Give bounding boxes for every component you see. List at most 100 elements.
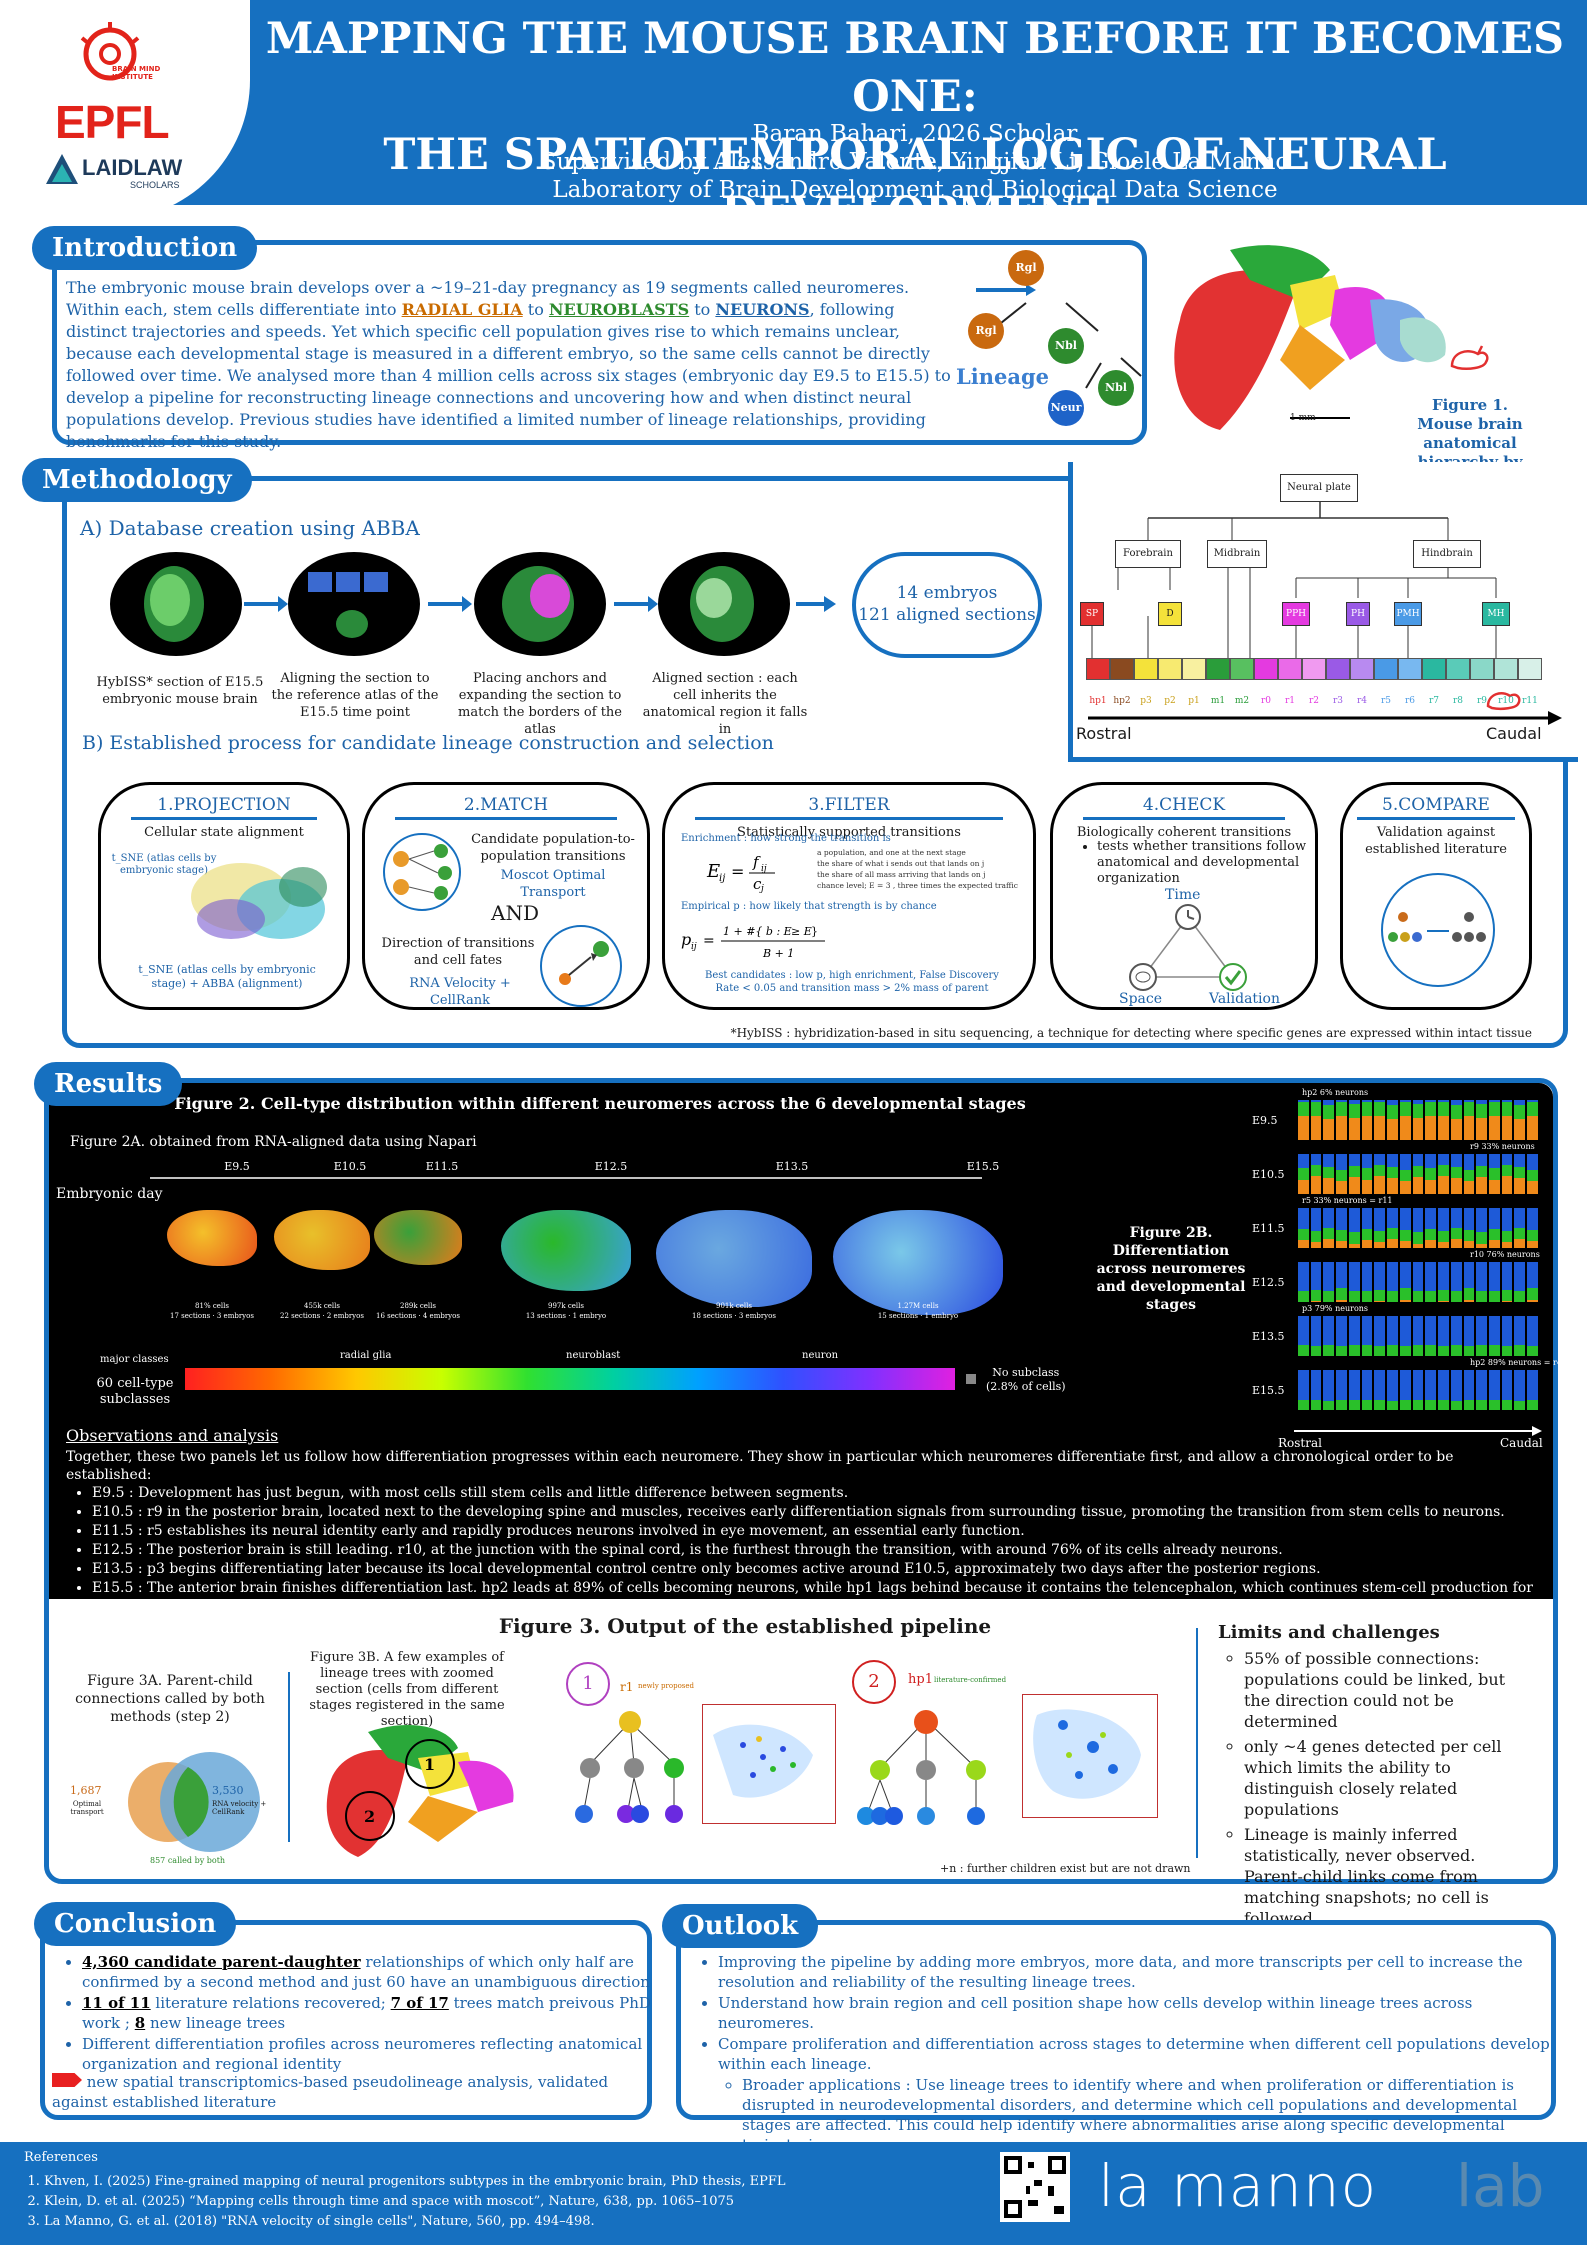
bar-neuroblast-fill (1450, 1345, 1462, 1356)
bar-neuroblast-fill (1463, 1230, 1475, 1242)
neuromere-bar (1527, 1316, 1538, 1356)
bar-neuroblast-fill (1310, 1289, 1322, 1301)
bar-neuron-fill (1361, 1370, 1373, 1400)
bar-neuroblast-fill (1489, 1228, 1500, 1240)
neuromere-bar (1399, 1262, 1411, 1302)
stage-day-label: E15.5 (966, 1160, 1000, 1173)
bar-radial-glia-fill (1489, 1239, 1500, 1248)
card-check-title: 4.CHECK (1083, 795, 1285, 820)
neuromere-bar (1501, 1208, 1513, 1248)
bar-neuron-fill (1387, 1208, 1398, 1228)
neuroblast-term: NEUROBLASTS (548, 300, 690, 319)
neuromere-bar (1336, 1262, 1347, 1302)
neuromere-bar (1476, 1370, 1488, 1410)
bar-neuron-fill (1298, 1370, 1309, 1400)
bar-neuron-fill (1336, 1262, 1347, 1289)
bar-neuron-fill (1348, 1316, 1360, 1345)
neuromere-bar (1476, 1316, 1488, 1356)
bar-neuroblast-fill (1527, 1288, 1538, 1300)
neuromere-segment (1182, 658, 1206, 680)
bar-neuroblast-fill (1412, 1290, 1424, 1302)
outlook-item: Understand how brain region and cell pos… (718, 1993, 1552, 2033)
tree2-number: 2 (852, 1660, 896, 1704)
best-candidates-label: Best candidates : low p, high enrichment… (705, 970, 999, 994)
bar-neuron-fill (1425, 1100, 1437, 1102)
bar-neuroblast-fill (1298, 1101, 1309, 1116)
bar-radial-glia-fill (1336, 1241, 1347, 1248)
title-line-1: MAPPING THE MOUSE BRAIN BEFORE IT BECOME… (265, 14, 1565, 122)
neuromere-bar (1450, 1100, 1462, 1140)
bar-radial-glia-fill (1501, 1300, 1513, 1302)
bar-neuroblast-fill (1399, 1169, 1411, 1181)
bar-neuroblast-fill (1374, 1289, 1386, 1301)
stage-section-count: 16 sections · 4 embryos (376, 1312, 460, 1320)
figure3-title: Figure 3. Output of the established pipe… (498, 1614, 992, 1638)
bar-row (1298, 1262, 1538, 1302)
bar-neuroblast-fill (1463, 1345, 1475, 1356)
stage-day-label: E13.5 (775, 1160, 809, 1173)
bar-neuron-fill (1514, 1316, 1526, 1346)
bar-neuroblast-fill (1463, 1169, 1475, 1181)
bar-neuroblast-fill (1361, 1168, 1373, 1180)
stage-section-image (374, 1210, 462, 1265)
enrichment-label: Enrichment : how strong the transition i… (681, 833, 891, 844)
bar-neuroblast-fill (1438, 1164, 1449, 1176)
neuromere-bar (1425, 1208, 1437, 1248)
neuromere-bar (1501, 1154, 1513, 1194)
svg-text:c: c (753, 875, 762, 893)
bar-radial-glia-fill (1323, 1118, 1335, 1140)
observations-title: Observations and analysis (66, 1426, 279, 1445)
outlook-item: Compare proliferation and differentiatio… (718, 2034, 1552, 2074)
neuromere-bar (1514, 1154, 1526, 1194)
bar-neuron-fill (1476, 1208, 1488, 1233)
bar-neuron-fill (1323, 1262, 1335, 1292)
bar-neuron-fill (1425, 1370, 1437, 1400)
bar-neuron-fill (1323, 1316, 1335, 1346)
bar-radial-glia-fill (1348, 1243, 1360, 1248)
bar-row (1298, 1208, 1538, 1248)
neuromere-bar (1527, 1370, 1538, 1410)
neuromere-bar (1361, 1154, 1373, 1194)
bar-neuroblast-fill (1336, 1169, 1347, 1181)
lineage-node-nbl: Nbl (1098, 370, 1134, 406)
venn-right-label: RNA velocity + CellRank (212, 1800, 267, 1816)
svg-text:ij: ij (719, 873, 725, 884)
bar-radial-glia-fill (1361, 1239, 1373, 1248)
neuromere-bar (1527, 1262, 1538, 1302)
conclusion-list: 4,360 candidate parent-daughter relation… (62, 1952, 652, 2075)
lineage-node-rgl: Rgl (968, 313, 1004, 349)
bars-rostral: Rostral (1278, 1436, 1322, 1450)
stage-section-image (501, 1210, 631, 1291)
qr-code-icon[interactable] (1000, 2152, 1070, 2222)
bar-neuron-fill (1463, 1154, 1475, 1170)
venn-left-value: 1,687 (70, 1784, 102, 1797)
bar-neuroblast-fill (1450, 1227, 1462, 1239)
bar-neuroblast-fill (1374, 1164, 1386, 1176)
neuromere-segment (1398, 658, 1422, 680)
neuromere-bar (1399, 1316, 1411, 1356)
figure3b-caption: Figure 3B. A few examples of lineage tre… (309, 1650, 505, 1729)
bar-neuron-fill (1310, 1154, 1322, 1165)
bar-row-day: E9.5 (1252, 1114, 1278, 1127)
card-filter: 3.FILTER Statistically supported transit… (662, 782, 1036, 1010)
limits-title: Limits and challenges (1218, 1622, 1440, 1643)
bar-radial-glia-fill (1310, 1300, 1322, 1302)
bar-neuroblast-fill (1399, 1230, 1411, 1242)
neuromere-bar (1310, 1100, 1322, 1140)
neuromere-bar (1412, 1100, 1424, 1140)
neuromere-bar (1323, 1100, 1335, 1140)
neuromere-label: r9 (1476, 696, 1488, 706)
neuromere-bar (1514, 1370, 1526, 1410)
brain-logo-text: BRAIN MIND INSTITUTE (112, 65, 161, 81)
bar-radial-glia-fill (1501, 1242, 1513, 1248)
bar-radial-glia-fill (1298, 1239, 1309, 1248)
bar-neuron-fill (1336, 1370, 1347, 1400)
neuromere-bar (1361, 1370, 1373, 1410)
bar-neuroblast-fill (1361, 1101, 1373, 1116)
bar-neuron-fill (1412, 1100, 1424, 1104)
neuromere-segment (1158, 658, 1182, 680)
bar-row (1298, 1370, 1538, 1410)
outlook-sublist: Broader applications : Use lineage trees… (718, 2075, 1552, 2155)
